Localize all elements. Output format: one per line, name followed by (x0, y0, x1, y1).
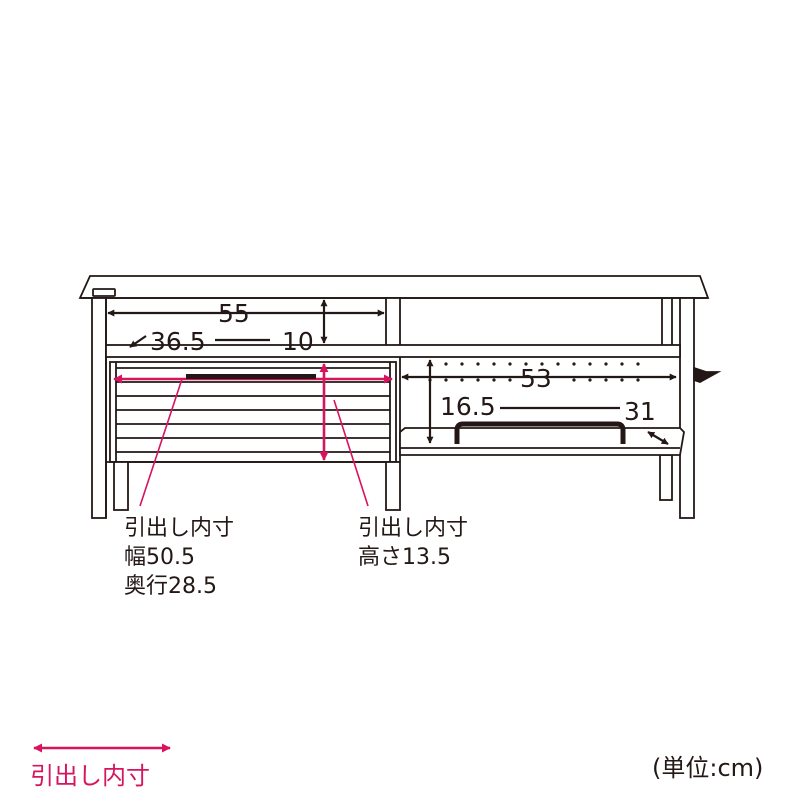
left-drawer-note: 引出し内寸 幅50.5 奥行28.5 (124, 516, 234, 599)
legend: 引出し内寸 (30, 743, 171, 790)
drawer-depth-label: 36.5 (150, 327, 206, 356)
left-note-width: 幅50.5 (124, 545, 195, 570)
tray-handle-bar (454, 421, 626, 444)
shelf-height-label: 10 (282, 327, 314, 356)
unit-label: (単位:cm) (652, 754, 763, 782)
shelf-board (105, 344, 681, 358)
right-depth-label: 31 (624, 397, 656, 426)
left-note-depth: 奥行28.5 (124, 574, 217, 599)
dimension-lines (107, 299, 677, 445)
right-width-label: 53 (520, 364, 552, 393)
label-plate (92, 288, 116, 297)
drawer-inner-depth-bar (186, 374, 316, 379)
front-center-leg (385, 461, 401, 511)
right-note-title: 引出し内寸 (358, 516, 468, 541)
right-drawer-tray (399, 427, 685, 456)
front-left-leg (113, 461, 129, 511)
top-board (78, 275, 710, 299)
right-note-leader (333, 399, 369, 507)
left-note-title: 引出し内寸 (124, 516, 234, 541)
right-depth-arrow (647, 431, 669, 445)
front-right-leg (659, 454, 673, 501)
cable-hook (693, 366, 722, 383)
drawer-depth-arrow (129, 335, 147, 348)
left-side-panel (91, 297, 107, 519)
right-height-label: 16.5 (440, 392, 496, 421)
right-drawer-note: 引出し内寸 高さ13.5 (358, 516, 468, 570)
top-width-label: 55 (218, 299, 250, 328)
right-side-panel (679, 297, 695, 519)
center-divider (385, 297, 401, 349)
legend-label: 引出し内寸 (30, 762, 150, 790)
left-note-leader (139, 378, 183, 507)
right-note-height: 高さ13.5 (358, 545, 451, 570)
